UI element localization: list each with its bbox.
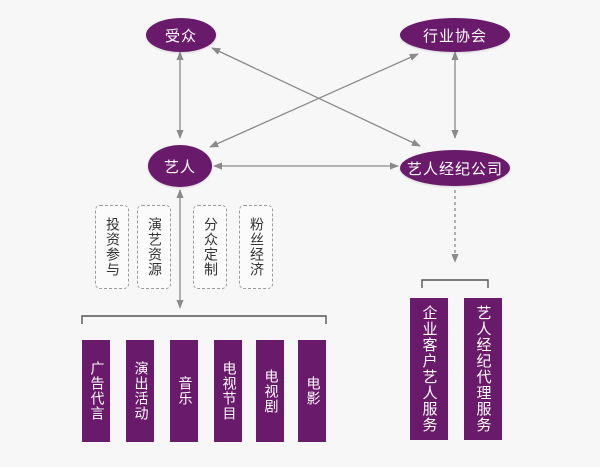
node-industry-association: 行业协会	[400, 18, 510, 52]
function-box: 粉丝经济	[239, 205, 273, 289]
output-box: 音乐	[170, 340, 198, 442]
service-box: 艺人经纪代理服务	[464, 298, 502, 440]
function-box: 投资参与	[95, 205, 129, 289]
service-box: 企业客户艺人服务	[410, 298, 448, 440]
arrow-association-artist	[209, 53, 419, 148]
bracket-agency-services	[421, 279, 489, 288]
output-box: 广告代言	[82, 340, 110, 442]
output-box: 电影	[298, 340, 326, 442]
function-box: 演艺资源	[137, 205, 171, 289]
node-artist: 艺人	[148, 145, 212, 187]
output-box: 演出活动	[126, 340, 154, 442]
output-box: 电视节目	[214, 340, 242, 442]
function-box: 分众定制	[193, 205, 227, 289]
arrow-audience-agency	[211, 47, 421, 147]
bracket-artist-outputs	[81, 315, 327, 324]
node-agency: 艺人经纪公司	[400, 150, 510, 186]
node-audience: 受众	[146, 18, 216, 52]
output-box: 电视剧	[256, 340, 284, 442]
